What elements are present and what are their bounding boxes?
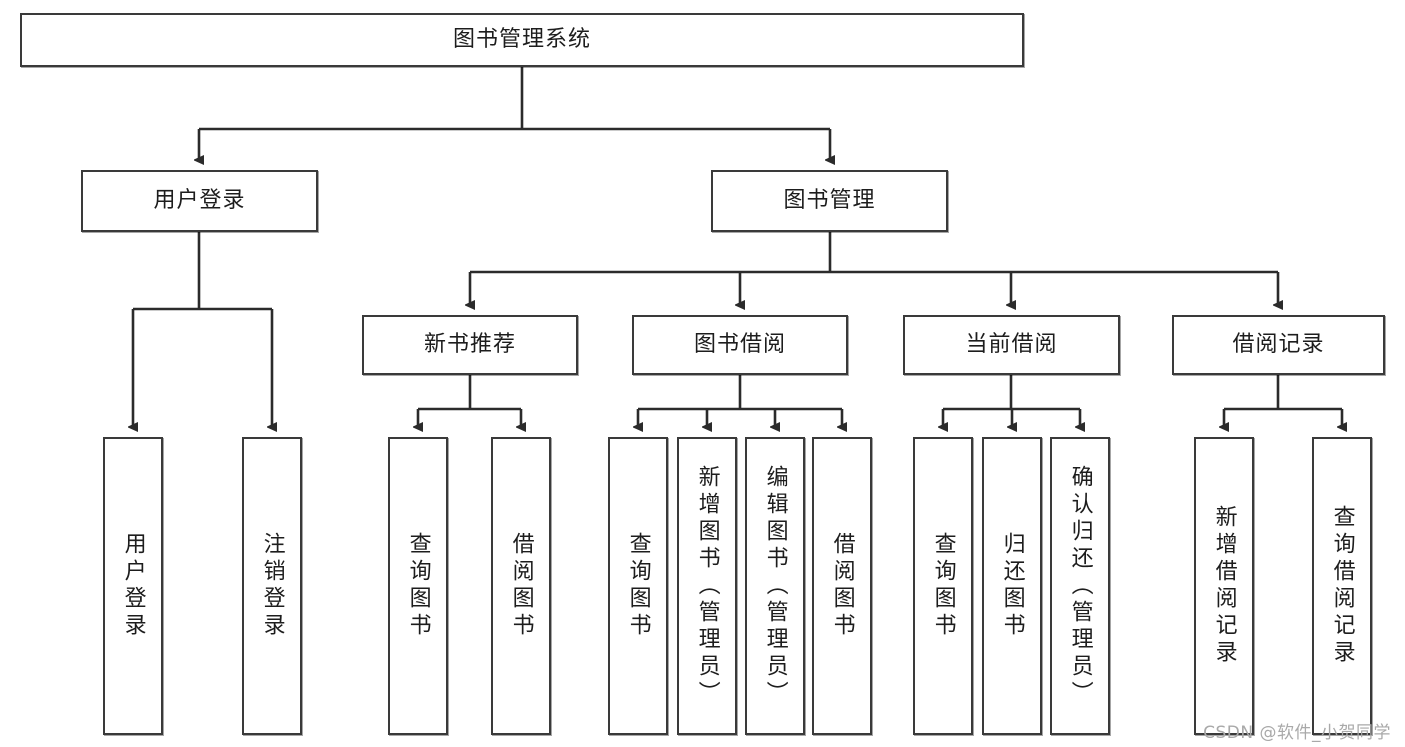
node-label: 确认归还（管理员） <box>1067 464 1093 708</box>
node-book-borrow[interactable]: 图书借阅 <box>632 315 848 375</box>
watermark-text: CSDN @软件_小贺同学 <box>1203 723 1391 743</box>
node-leaf-query-book-2[interactable]: 查询图书 <box>608 437 668 735</box>
node-leaf-add-book[interactable]: 新增图书（管理员） <box>677 437 737 735</box>
node-label: 当前借阅 <box>965 331 1058 357</box>
node-current-borrow[interactable]: 当前借阅 <box>903 315 1120 375</box>
node-leaf-logout-login[interactable]: 注销登录 <box>242 437 302 735</box>
node-label: 查询借阅记录 <box>1329 505 1355 667</box>
node-label: 图书管理系统 <box>452 26 591 52</box>
node-label: 用户登录 <box>120 532 146 640</box>
node-leaf-query-record[interactable]: 查询借阅记录 <box>1312 437 1372 735</box>
node-user-login[interactable]: 用户登录 <box>81 170 318 232</box>
node-label: 归还图书 <box>999 532 1025 640</box>
node-label: 编辑图书（管理员） <box>762 464 788 708</box>
node-borrow-record[interactable]: 借阅记录 <box>1172 315 1385 375</box>
node-label: 图书借阅 <box>693 331 786 357</box>
node-label: 图书管理 <box>783 187 876 213</box>
node-leaf-query-book-3[interactable]: 查询图书 <box>913 437 973 735</box>
node-label: 用户登录 <box>153 187 246 213</box>
node-leaf-add-record[interactable]: 新增借阅记录 <box>1194 437 1254 735</box>
node-label: 新增借阅记录 <box>1211 505 1237 667</box>
node-leaf-confirm-return[interactable]: 确认归还（管理员） <box>1050 437 1110 735</box>
node-label: 查询图书 <box>405 532 431 640</box>
node-label: 注销登录 <box>259 532 285 640</box>
node-book-management-system[interactable]: 图书管理系统 <box>20 13 1024 67</box>
node-label: 借阅图书 <box>829 532 855 640</box>
node-label: 新增图书（管理员） <box>694 464 720 708</box>
node-label: 借阅记录 <box>1232 331 1325 357</box>
node-leaf-user-login[interactable]: 用户登录 <box>103 437 163 735</box>
node-book-management[interactable]: 图书管理 <box>711 170 948 232</box>
node-leaf-return-book[interactable]: 归还图书 <box>982 437 1042 735</box>
node-leaf-borrow-book-1[interactable]: 借阅图书 <box>491 437 551 735</box>
node-leaf-borrow-book-2[interactable]: 借阅图书 <box>812 437 872 735</box>
node-new-book-recommend[interactable]: 新书推荐 <box>362 315 578 375</box>
node-label: 借阅图书 <box>508 532 534 640</box>
node-leaf-query-book-1[interactable]: 查询图书 <box>388 437 448 735</box>
node-label: 查询图书 <box>930 532 956 640</box>
node-label: 新书推荐 <box>423 331 516 357</box>
node-leaf-edit-book[interactable]: 编辑图书（管理员） <box>745 437 805 735</box>
node-label: 查询图书 <box>625 532 651 640</box>
